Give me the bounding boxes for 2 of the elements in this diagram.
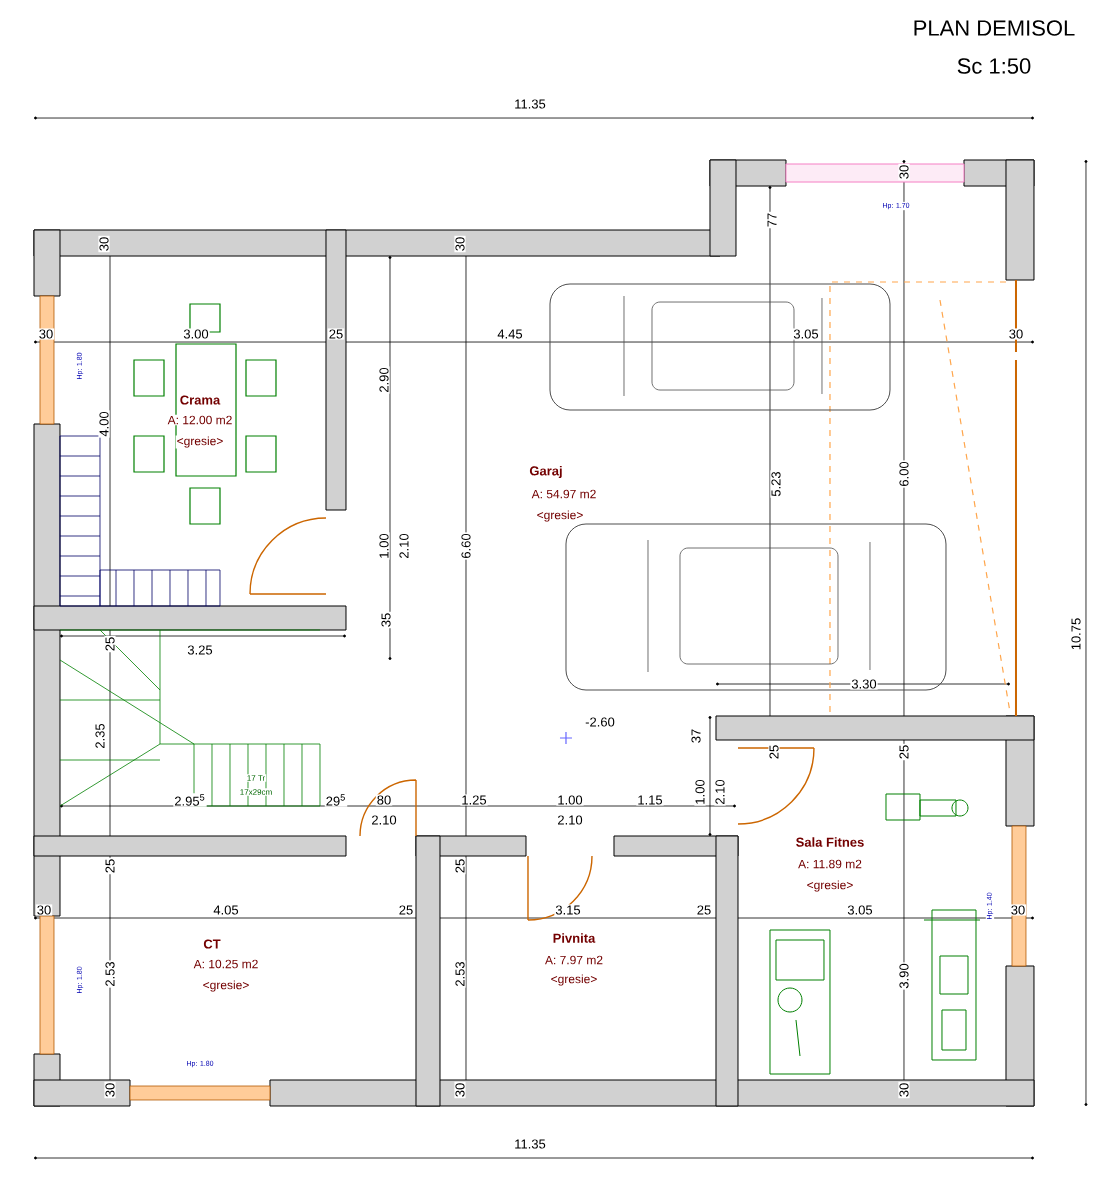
scale-label: Sc 1:50 [955,57,1033,75]
title: PLAN DEMISOL [914,20,1075,36]
